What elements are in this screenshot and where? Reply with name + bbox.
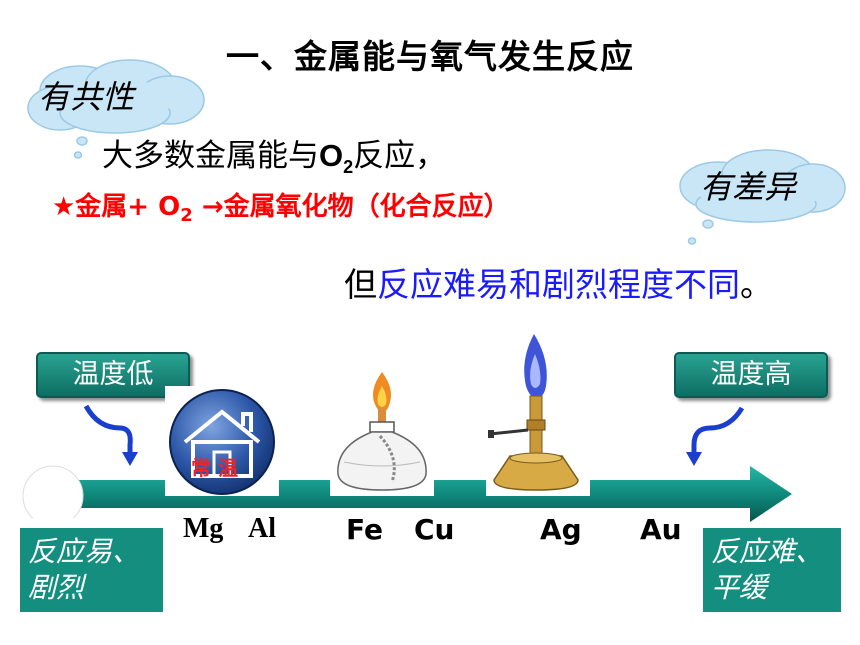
statement-prefix: 大多数金属能与 bbox=[102, 138, 319, 174]
metal-cu: Cu bbox=[414, 513, 455, 546]
contrast-black-text: 但 bbox=[344, 265, 377, 304]
callout-common-text: 有共性 bbox=[38, 78, 135, 116]
callout-difference-text: 有差异 bbox=[700, 168, 797, 206]
equation-prefix: ★金属+ bbox=[52, 192, 159, 222]
reactivity-easy-box: 反应易、剧烈 bbox=[20, 528, 163, 612]
room-temperature-picture: 常 温 bbox=[165, 386, 279, 496]
room-temp-label: 常 温 bbox=[191, 456, 238, 480]
curved-arrow-left bbox=[83, 404, 138, 466]
contrast-blue-text: 反应难易和剧烈程度不同 bbox=[377, 265, 740, 304]
equation-line: ★金属+ O2 →金属氧化物（化合反应） bbox=[52, 186, 510, 226]
metal-ag: Ag bbox=[540, 513, 582, 546]
bunsen-burner-icon bbox=[488, 334, 579, 491]
equation-o2: O2 bbox=[158, 192, 193, 227]
temp-low-button: 温度低 bbox=[36, 352, 190, 398]
temp-high-button: 温度高 bbox=[674, 352, 828, 398]
statement-suffix: 反应， bbox=[353, 138, 447, 174]
metal-al: Al bbox=[248, 513, 276, 544]
cloud-callout-common bbox=[27, 59, 205, 159]
curved-arrow-right bbox=[686, 406, 745, 466]
contrast-end-mark: 。 bbox=[740, 265, 773, 304]
alcohol-lamp-icon bbox=[337, 372, 427, 491]
bunsen-burner-picture bbox=[486, 330, 590, 496]
slide-title: 一、金属能与氧气发生反应 bbox=[226, 37, 634, 76]
faded-circle-decoration bbox=[22, 465, 84, 518]
reactivity-hard-box: 反应难、平缓 bbox=[703, 528, 841, 612]
contrast-line: 但反应难易和剧烈程度不同。 bbox=[344, 258, 773, 306]
metal-fe: Fe bbox=[346, 513, 383, 546]
equation-suffix: →金属氧化物（化合反应） bbox=[192, 192, 510, 222]
statement-line: 大多数金属能与O2反应， bbox=[102, 130, 446, 178]
statement-o2: O2 bbox=[319, 138, 354, 178]
metal-au: Au bbox=[640, 513, 682, 546]
metal-mg: Mg bbox=[183, 513, 224, 544]
house-icon bbox=[169, 389, 275, 495]
cloud-callout-difference bbox=[679, 149, 846, 245]
alcohol-lamp-picture bbox=[330, 366, 434, 496]
